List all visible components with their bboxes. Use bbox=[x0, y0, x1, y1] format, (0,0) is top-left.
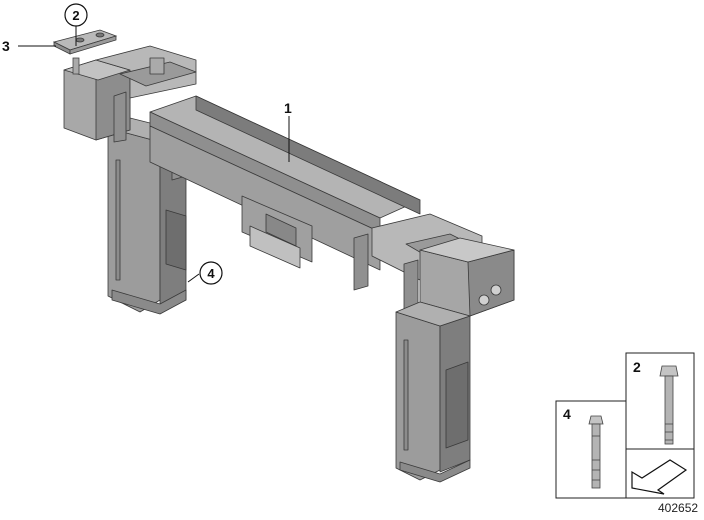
legend-number-4: 4 bbox=[563, 406, 571, 422]
callout-4: 4 bbox=[207, 266, 215, 281]
legend-number-2: 2 bbox=[633, 359, 641, 375]
legend-box-2: 2 bbox=[625, 352, 695, 499]
callout-1: 1 bbox=[284, 100, 292, 116]
arrow-icon bbox=[631, 459, 688, 495]
callout-3: 3 bbox=[2, 38, 10, 54]
bolt-2-icon bbox=[659, 365, 679, 445]
legend-box-4: 4 bbox=[555, 400, 627, 499]
callout-2: 2 bbox=[72, 8, 79, 23]
right-leg bbox=[395, 311, 441, 481]
mounting-plate bbox=[52, 29, 118, 75]
callout-4-circle bbox=[199, 261, 223, 285]
leader-lines bbox=[18, 26, 290, 283]
frame-carrier bbox=[63, 45, 515, 483]
reference-number: 402652 bbox=[658, 501, 698, 515]
bolt-4-icon bbox=[588, 415, 604, 489]
callout-2-circle bbox=[64, 3, 88, 27]
